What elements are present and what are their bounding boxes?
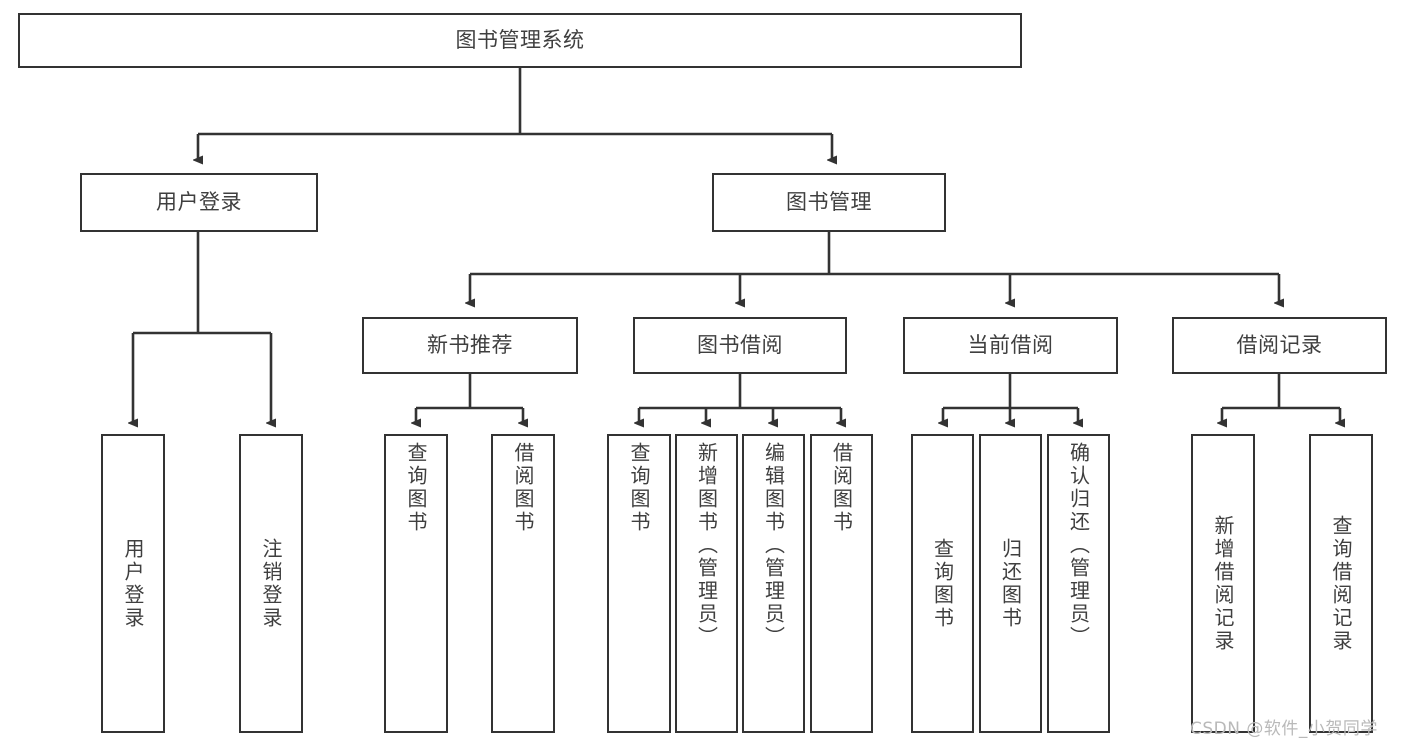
csdn-watermark: CSDN @软件_小贺同学	[1190, 719, 1378, 739]
leaf-inner: 查询图书	[386, 436, 446, 737]
node-label: 确认归还（管理员）	[1066, 442, 1091, 649]
node-label: 借阅图书	[511, 442, 535, 534]
node-root-book-management-system[interactable]: 图书管理系统	[18, 13, 1022, 68]
node-label: 新增借阅记录	[1211, 514, 1235, 653]
node-borrow-records[interactable]: 借阅记录	[1172, 317, 1387, 374]
leaf-inner: 注销登录	[241, 436, 301, 731]
leaf-borrow-records-add-record[interactable]: 新增借阅记录	[1191, 434, 1255, 733]
node-label: 新增图书（管理员）	[694, 442, 719, 649]
node-book-borrow[interactable]: 图书借阅	[633, 317, 847, 374]
leaf-current-borrow-confirm-return-admin[interactable]: 确认归还（管理员）	[1047, 434, 1110, 733]
leaf-book-borrow-query-book[interactable]: 查询图书	[607, 434, 671, 733]
node-label: 借阅记录	[1236, 333, 1323, 358]
node-label: 查询图书	[404, 442, 428, 534]
node-label: 图书管理	[786, 190, 872, 215]
node-label: 新书推荐	[427, 333, 513, 358]
node-label: 注销登录	[259, 537, 283, 630]
leaf-current-borrow-return-book[interactable]: 归还图书	[979, 434, 1042, 733]
leaf-inner: 新增图书（管理员）	[677, 436, 736, 737]
leaf-inner: 编辑图书（管理员）	[744, 436, 803, 737]
node-label: 归还图书	[998, 537, 1023, 630]
node-label: 当前借阅	[967, 333, 1054, 358]
leaf-inner: 用户登录	[103, 436, 163, 731]
node-label: 图书管理系统	[455, 28, 585, 53]
node-new-book-recommend[interactable]: 新书推荐	[362, 317, 578, 374]
leaf-book-borrow-add-book-admin[interactable]: 新增图书（管理员）	[675, 434, 738, 733]
leaf-inner: 借阅图书	[493, 436, 553, 737]
node-label: 用户登录	[121, 537, 145, 630]
leaf-inner: 查询图书	[609, 436, 669, 737]
node-current-borrow[interactable]: 当前借阅	[903, 317, 1118, 374]
node-label: 借阅图书	[829, 442, 854, 534]
leaf-new-book-borrow-book[interactable]: 借阅图书	[491, 434, 555, 733]
node-label: 编辑图书（管理员）	[761, 442, 786, 649]
leaf-user-login-login[interactable]: 用户登录	[101, 434, 165, 733]
leaf-inner: 借阅图书	[812, 436, 871, 737]
leaf-new-book-query-book[interactable]: 查询图书	[384, 434, 448, 733]
node-label: 用户登录	[156, 190, 242, 215]
node-label: 查询图书	[930, 537, 955, 630]
node-book-management[interactable]: 图书管理	[712, 173, 946, 232]
leaf-inner: 新增借阅记录	[1193, 436, 1253, 731]
leaf-inner: 查询借阅记录	[1311, 436, 1371, 731]
leaf-book-borrow-edit-book-admin[interactable]: 编辑图书（管理员）	[742, 434, 805, 733]
leaf-user-login-logout[interactable]: 注销登录	[239, 434, 303, 733]
node-label: 查询图书	[627, 442, 651, 534]
leaf-book-borrow-borrow-book[interactable]: 借阅图书	[810, 434, 873, 733]
leaf-current-borrow-query-book[interactable]: 查询图书	[911, 434, 974, 733]
node-label: 查询借阅记录	[1329, 514, 1353, 653]
leaf-borrow-records-query-record[interactable]: 查询借阅记录	[1309, 434, 1373, 733]
node-user-login[interactable]: 用户登录	[80, 173, 318, 232]
node-label: 图书借阅	[697, 333, 783, 358]
leaf-inner: 确认归还（管理员）	[1049, 436, 1108, 737]
leaf-inner: 归还图书	[981, 436, 1040, 731]
leaf-inner: 查询图书	[913, 436, 972, 731]
